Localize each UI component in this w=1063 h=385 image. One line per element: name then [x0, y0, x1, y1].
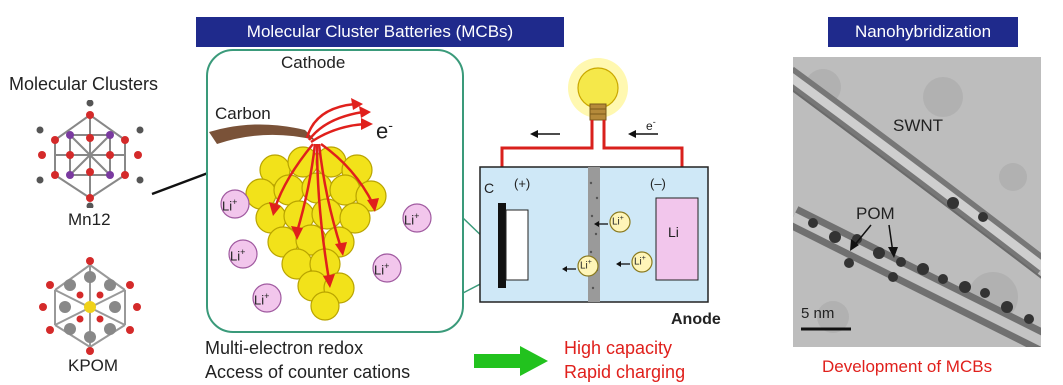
cathode-li-ion-5: Li+: [374, 261, 390, 278]
kpom-molecule-icon: [39, 257, 141, 355]
cathode-li-ion-3: Li+: [254, 291, 270, 308]
battery-cell: [479, 58, 709, 303]
high-capacity-text: High capacity: [564, 338, 673, 358]
cell-minus-label: (–): [650, 176, 666, 191]
carbon-label: Carbon: [215, 104, 271, 123]
cathode-li-ion-1: Li+: [222, 197, 238, 214]
micrograph-caption: Development of MCBs: [822, 357, 993, 376]
cell-electron-label: e-: [646, 117, 656, 133]
scale-bar-label: 5 nm: [801, 305, 835, 322]
cathode-title: Cathode: [281, 53, 346, 72]
cathode-electron: e: [376, 118, 389, 144]
cell-li-anode-label: Li: [668, 224, 679, 240]
mn12-label: Mn12: [68, 210, 111, 229]
cations-text: Access of counter cations: [205, 362, 411, 382]
anode-label: Anode: [671, 311, 721, 328]
cell-ion-1: Li+: [612, 215, 624, 228]
result-arrow-icon: [474, 346, 548, 376]
cathode-li-ion-2: Li+: [230, 247, 246, 264]
pom-label: POM: [856, 204, 895, 223]
cell-ion-2: Li+: [580, 259, 592, 272]
mcb-banner: Molecular Cluster Batteries (MCBs): [196, 17, 564, 47]
cell-c-label: C: [484, 180, 495, 196]
kpom-label: KPOM: [68, 356, 119, 375]
redox-text: Multi-electron redox: [205, 338, 364, 358]
molecular-clusters-title: Molecular Clusters: [9, 74, 159, 94]
cell-plus-label: (+): [514, 176, 531, 191]
cathode-electron-sup: -: [388, 117, 393, 133]
rapid-charging-text: Rapid charging: [564, 362, 686, 382]
cathode-panel: [206, 49, 516, 333]
cell-ion-3: Li+: [634, 255, 646, 268]
swnt-label: SWNT: [893, 116, 944, 135]
tem-micrograph: [793, 57, 1041, 347]
cathode-electron-label: e-: [376, 117, 393, 144]
nano-banner: Nanohybridization: [828, 17, 1018, 47]
mn12-molecule-icon: [36, 100, 144, 208]
cathode-li-ion-4: Li+: [404, 211, 420, 228]
